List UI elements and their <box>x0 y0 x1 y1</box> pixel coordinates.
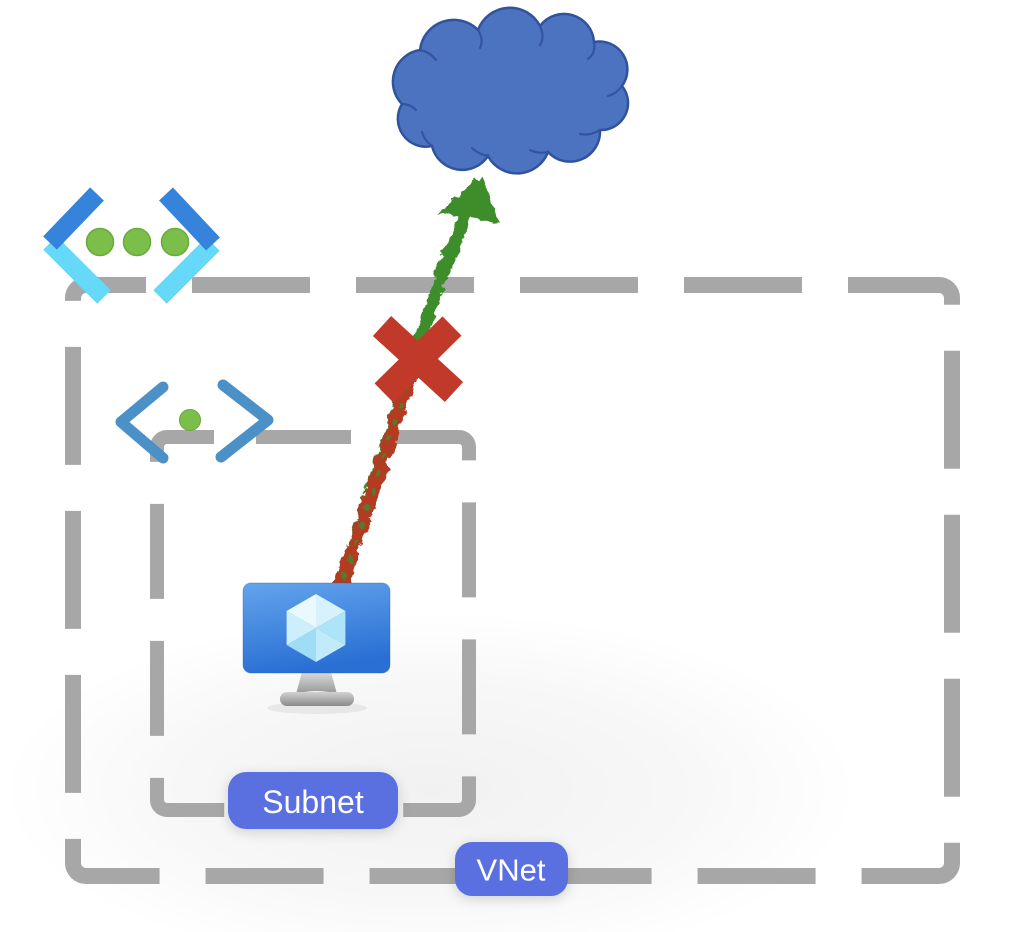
internet-cloud-icon <box>391 6 630 175</box>
vnet-icon-left-upper-stroke <box>43 187 104 250</box>
subnet-label: Subnet <box>262 784 364 820</box>
blocked-cross-icon <box>372 316 464 403</box>
arrow-head <box>436 176 500 223</box>
subnet-icon-right-bracket <box>215 379 274 463</box>
vm-stand <box>296 672 337 694</box>
vm-base <box>280 692 354 706</box>
diagram-labels: Subnet VNet <box>228 772 568 896</box>
vnet-label: VNet <box>477 853 546 888</box>
subnet-icon-left-bracket <box>115 381 169 464</box>
cloud-shape <box>391 6 630 175</box>
background-shading <box>0 610 860 932</box>
vm-cube-icon <box>286 594 346 662</box>
cross-stroke-2 <box>374 316 462 403</box>
subnet-label-pill <box>228 772 398 829</box>
subnet-icon <box>115 379 274 464</box>
subnet-icon-dot <box>179 409 201 431</box>
vnet-icon-dots <box>85 227 190 257</box>
cloud-fold-lines <box>400 24 624 158</box>
vnet-boundary <box>65 277 960 884</box>
vnet-label-pill <box>455 842 568 896</box>
virtual-machine-icon <box>242 582 391 714</box>
virtual-network-icon <box>43 187 220 304</box>
vnet-icon-left-lower-stroke <box>43 236 111 304</box>
vnet-icon-right-lower-stroke <box>153 237 220 304</box>
vnet-icon-right-upper-stroke <box>159 187 220 251</box>
